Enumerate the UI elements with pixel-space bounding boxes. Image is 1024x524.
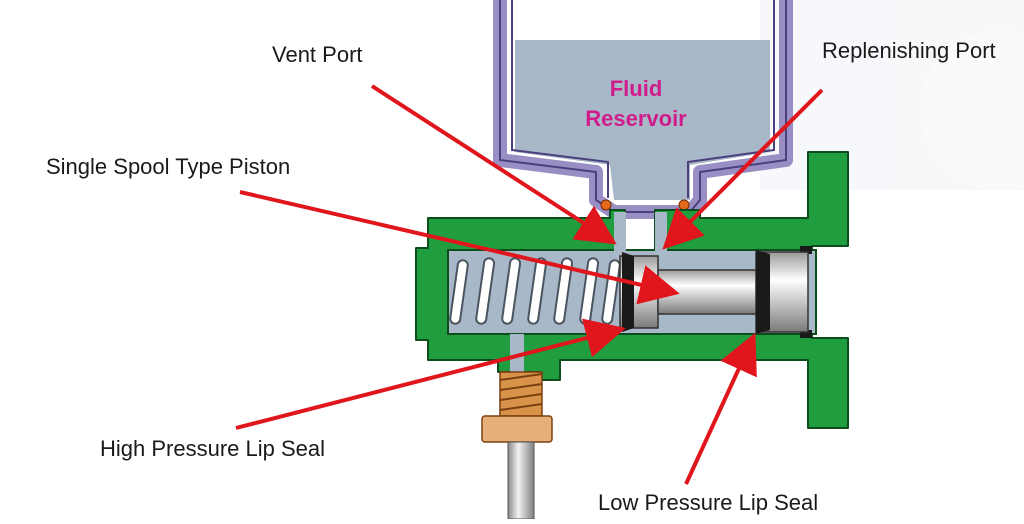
background-watermark bbox=[760, 0, 1024, 190]
label-high-pressure-lip-seal: High Pressure Lip Seal bbox=[100, 436, 326, 461]
fluid-reservoir bbox=[493, 0, 793, 219]
label-vent-port: Vent Port bbox=[272, 42, 363, 67]
high-pressure-seal-arrow bbox=[235, 318, 626, 430]
low-pressure-lip-seal bbox=[756, 250, 770, 334]
piston-arrow bbox=[239, 190, 680, 305]
reservoir-seal-left bbox=[600, 199, 612, 211]
vent-port-arrow bbox=[370, 84, 617, 245]
return-spring bbox=[449, 257, 621, 325]
reservoir-seal-right bbox=[678, 199, 690, 211]
leader-arrows bbox=[235, 84, 824, 485]
reservoir-label-line2: Reservoir bbox=[585, 106, 687, 131]
replenishing-port-arrow bbox=[662, 88, 824, 250]
high-pressure-lip-seal bbox=[622, 252, 634, 332]
label-single-spool-piston: Single Spool Type Piston bbox=[46, 154, 291, 179]
reservoir-label-line1: Fluid bbox=[610, 76, 663, 101]
outlet-fitting bbox=[481, 371, 553, 520]
low-pressure-seal-arrow bbox=[684, 332, 757, 485]
label-replenishing-port: Replenishing Port bbox=[822, 38, 996, 63]
label-low-pressure-lip-seal: Low Pressure Lip Seal bbox=[598, 490, 819, 515]
